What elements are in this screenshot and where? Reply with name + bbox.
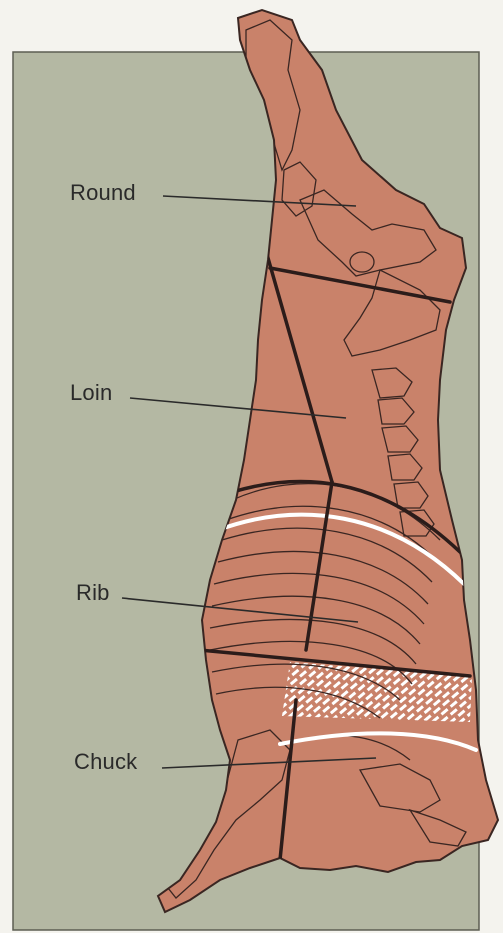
label-rib: Rib	[76, 580, 110, 606]
label-round: Round	[70, 180, 136, 206]
label-chuck: Chuck	[74, 749, 137, 775]
label-loin: Loin	[70, 380, 112, 406]
